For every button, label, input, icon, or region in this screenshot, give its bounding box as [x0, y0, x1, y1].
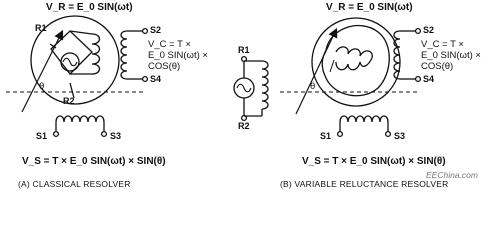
reluctance-rotor-b [321, 24, 390, 97]
pin-s1-label-b: S1 [320, 131, 332, 141]
pin-s3-label-a: S3 [110, 131, 122, 141]
vc-equation-line2-a: E_0 SIN(ωt) × [148, 50, 208, 61]
vr-equation-b: V_R = E_0 SIN(ωt) [326, 2, 413, 13]
vs-equation-a: V_S = T × E_0 SIN(ωt) × SIN(θ) [22, 156, 166, 167]
vc-equation-line1-a: V_C = T × [148, 39, 191, 50]
pin-s3-terminal-a [100, 130, 108, 138]
vc-equation-line3-a: COS(θ) [148, 61, 181, 72]
rotor-coil-b [335, 46, 373, 71]
pin-s4-label-a: S4 [150, 74, 162, 84]
pin-r2-label-b: R2 [238, 121, 250, 131]
caption-b: (B) VARIABLE RELUCTANCE RESOLVER [280, 179, 449, 189]
vc-equation-line1-b: V_C = T × [421, 39, 464, 50]
rotation-arrow-b [295, 27, 338, 115]
caption-a: (A) CLASSICAL RESOLVER [18, 179, 131, 189]
pin-s4-terminal-b [414, 75, 422, 83]
stator-coil-sin-b [339, 115, 389, 132]
resolver-diagrams [6, 15, 422, 138]
classical-resolver-diagram [6, 15, 149, 138]
pin-s3-label-b: S3 [394, 131, 406, 141]
vr-equation-a: V_R = E_0 SIN(ωt) [46, 2, 133, 13]
vc-equation-line2-b: E_0 SIN(ωt) × [421, 50, 481, 61]
variable-reluctance-resolver-diagram [233, 17, 422, 138]
pin-s3-terminal-b [384, 130, 392, 138]
rotor-housing-circle-a [30, 15, 120, 105]
rotor-winding-a [50, 30, 93, 75]
pin-s2-label-a: S2 [150, 25, 162, 35]
stator-coil-cos-b [393, 30, 401, 80]
pin-s1-terminal-b [336, 130, 344, 138]
angle-theta-label-a: θ [39, 81, 45, 92]
pin-s2-terminal-a [141, 27, 149, 35]
watermark: EEChina.com [426, 170, 478, 180]
vc-equation-line3-b: COS(θ) [421, 61, 454, 72]
vs-equation-b: V_S = T × E_0 SIN(ωt) × SIN(θ) [302, 156, 446, 167]
angle-theta-label-b: θ [310, 81, 316, 92]
pin-s2-label-b: S2 [423, 25, 435, 35]
pin-r1-label-a: R1 [35, 23, 47, 33]
pin-s4-label-b: S4 [423, 74, 435, 84]
excitation-coil-b [261, 60, 269, 110]
pin-s1-label-a: S1 [36, 131, 48, 141]
pin-r2-label-a: R2 [63, 96, 75, 106]
stator-coil-cos-a [120, 30, 128, 80]
rotor-ac-source-icon-a [60, 52, 80, 72]
pin-s1-terminal-a [52, 130, 60, 138]
pin-s2-terminal-b [414, 27, 422, 35]
stator-coil-sin-a [55, 115, 105, 132]
pin-s4-terminal-a [141, 75, 149, 83]
stator-housing-circle-b [311, 17, 401, 107]
pin-r1-label-b: R1 [238, 45, 250, 55]
rotor-coil-a [91, 33, 101, 75]
